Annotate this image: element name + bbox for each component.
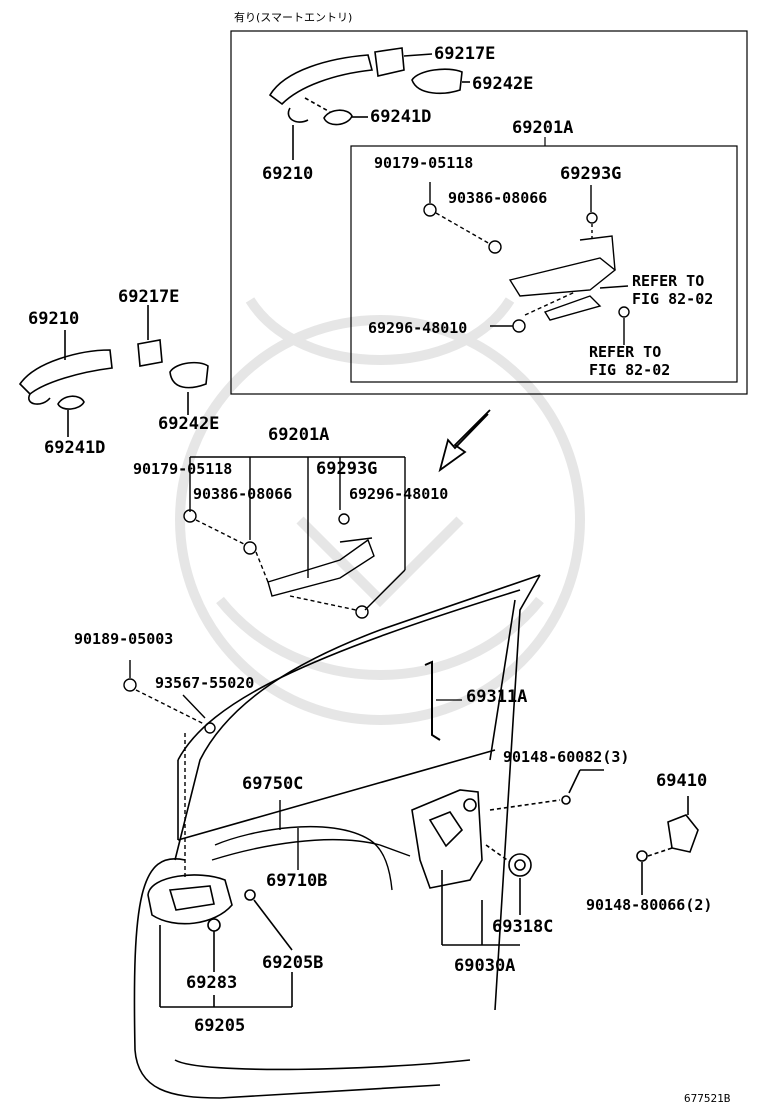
bolt-label: 90189-05003 xyxy=(74,630,174,648)
frame-screw-top-label: 69293G xyxy=(316,459,378,479)
inset-frame xyxy=(230,30,748,395)
door-outline xyxy=(133,574,541,1099)
inset-frame-assembly-label: 69201A xyxy=(512,118,574,138)
inset-handle-label: 69210 xyxy=(262,164,314,184)
inset-nut-label: 90179-05118 xyxy=(374,154,474,172)
rod-drawing xyxy=(424,660,441,741)
inner-handle-label: 69205 xyxy=(194,1016,246,1036)
frame-clip-label: 90386-08066 xyxy=(193,485,293,503)
outer-cap-label: 69217E xyxy=(118,287,180,307)
cable-drawing xyxy=(211,800,411,891)
outer-cover-label: 69242E xyxy=(158,414,220,434)
inset-frame-drawing xyxy=(423,182,630,345)
figure-id: 677521B xyxy=(684,1092,731,1105)
lock-screw-label: 90148-60082(3) xyxy=(503,748,630,766)
inset-refer-1b: FIG 82-02 xyxy=(632,290,714,308)
inset-cap-label: 69217E xyxy=(434,44,496,64)
watermark-logo xyxy=(175,297,585,725)
bezel-screw-label: 69205B xyxy=(262,953,324,973)
inset-refer-2b: FIG 82-02 xyxy=(589,361,671,379)
inset-screw-bottom-label: 69296-48010 xyxy=(368,319,468,337)
inset-screw-top-label: 69293G xyxy=(560,164,622,184)
inset-refer-2: REFER TO xyxy=(589,343,662,361)
outer-handle-label: 69210 xyxy=(28,309,80,329)
cable-label: 69750C xyxy=(242,774,304,794)
inset-cover-label: 69242E xyxy=(472,74,534,94)
striker-drawing xyxy=(636,796,699,895)
frame-assembly-drawing xyxy=(183,456,406,619)
lock-assembly-drawing xyxy=(411,769,604,946)
lock-assembly-label: 69030A xyxy=(454,956,516,976)
frame-nut-label: 90179-05118 xyxy=(133,460,233,478)
striker-screw-label: 90148-80066(2) xyxy=(586,896,713,914)
grommet-label: 69318C xyxy=(492,917,554,937)
bolt-drawing xyxy=(123,660,216,880)
inset-pad-label: 69241D xyxy=(370,107,432,127)
rod-label: 69311A xyxy=(466,687,528,707)
screw-label: 93567-55020 xyxy=(155,674,255,692)
inner-handle-drawing xyxy=(147,874,293,1008)
inner-cap-label: 69283 xyxy=(186,973,238,993)
cable2-label: 69710B xyxy=(266,871,328,891)
outer-handle-drawing xyxy=(18,305,209,437)
inset-handle-drawing xyxy=(268,47,470,160)
outer-pad-label: 69241D xyxy=(44,438,106,458)
frame-assembly-label: 69201A xyxy=(268,425,330,445)
inset-clip-label: 90386-08066 xyxy=(448,189,548,207)
inset-refer-1: REFER TO xyxy=(632,272,705,290)
inset-subframe xyxy=(350,145,738,383)
frame-screw-bottom-label: 69296-48010 xyxy=(349,485,449,503)
striker-label: 69410 xyxy=(656,771,708,791)
direction-arrow xyxy=(438,409,491,473)
inset-header: 有り(スマートエントリ) xyxy=(234,11,353,24)
